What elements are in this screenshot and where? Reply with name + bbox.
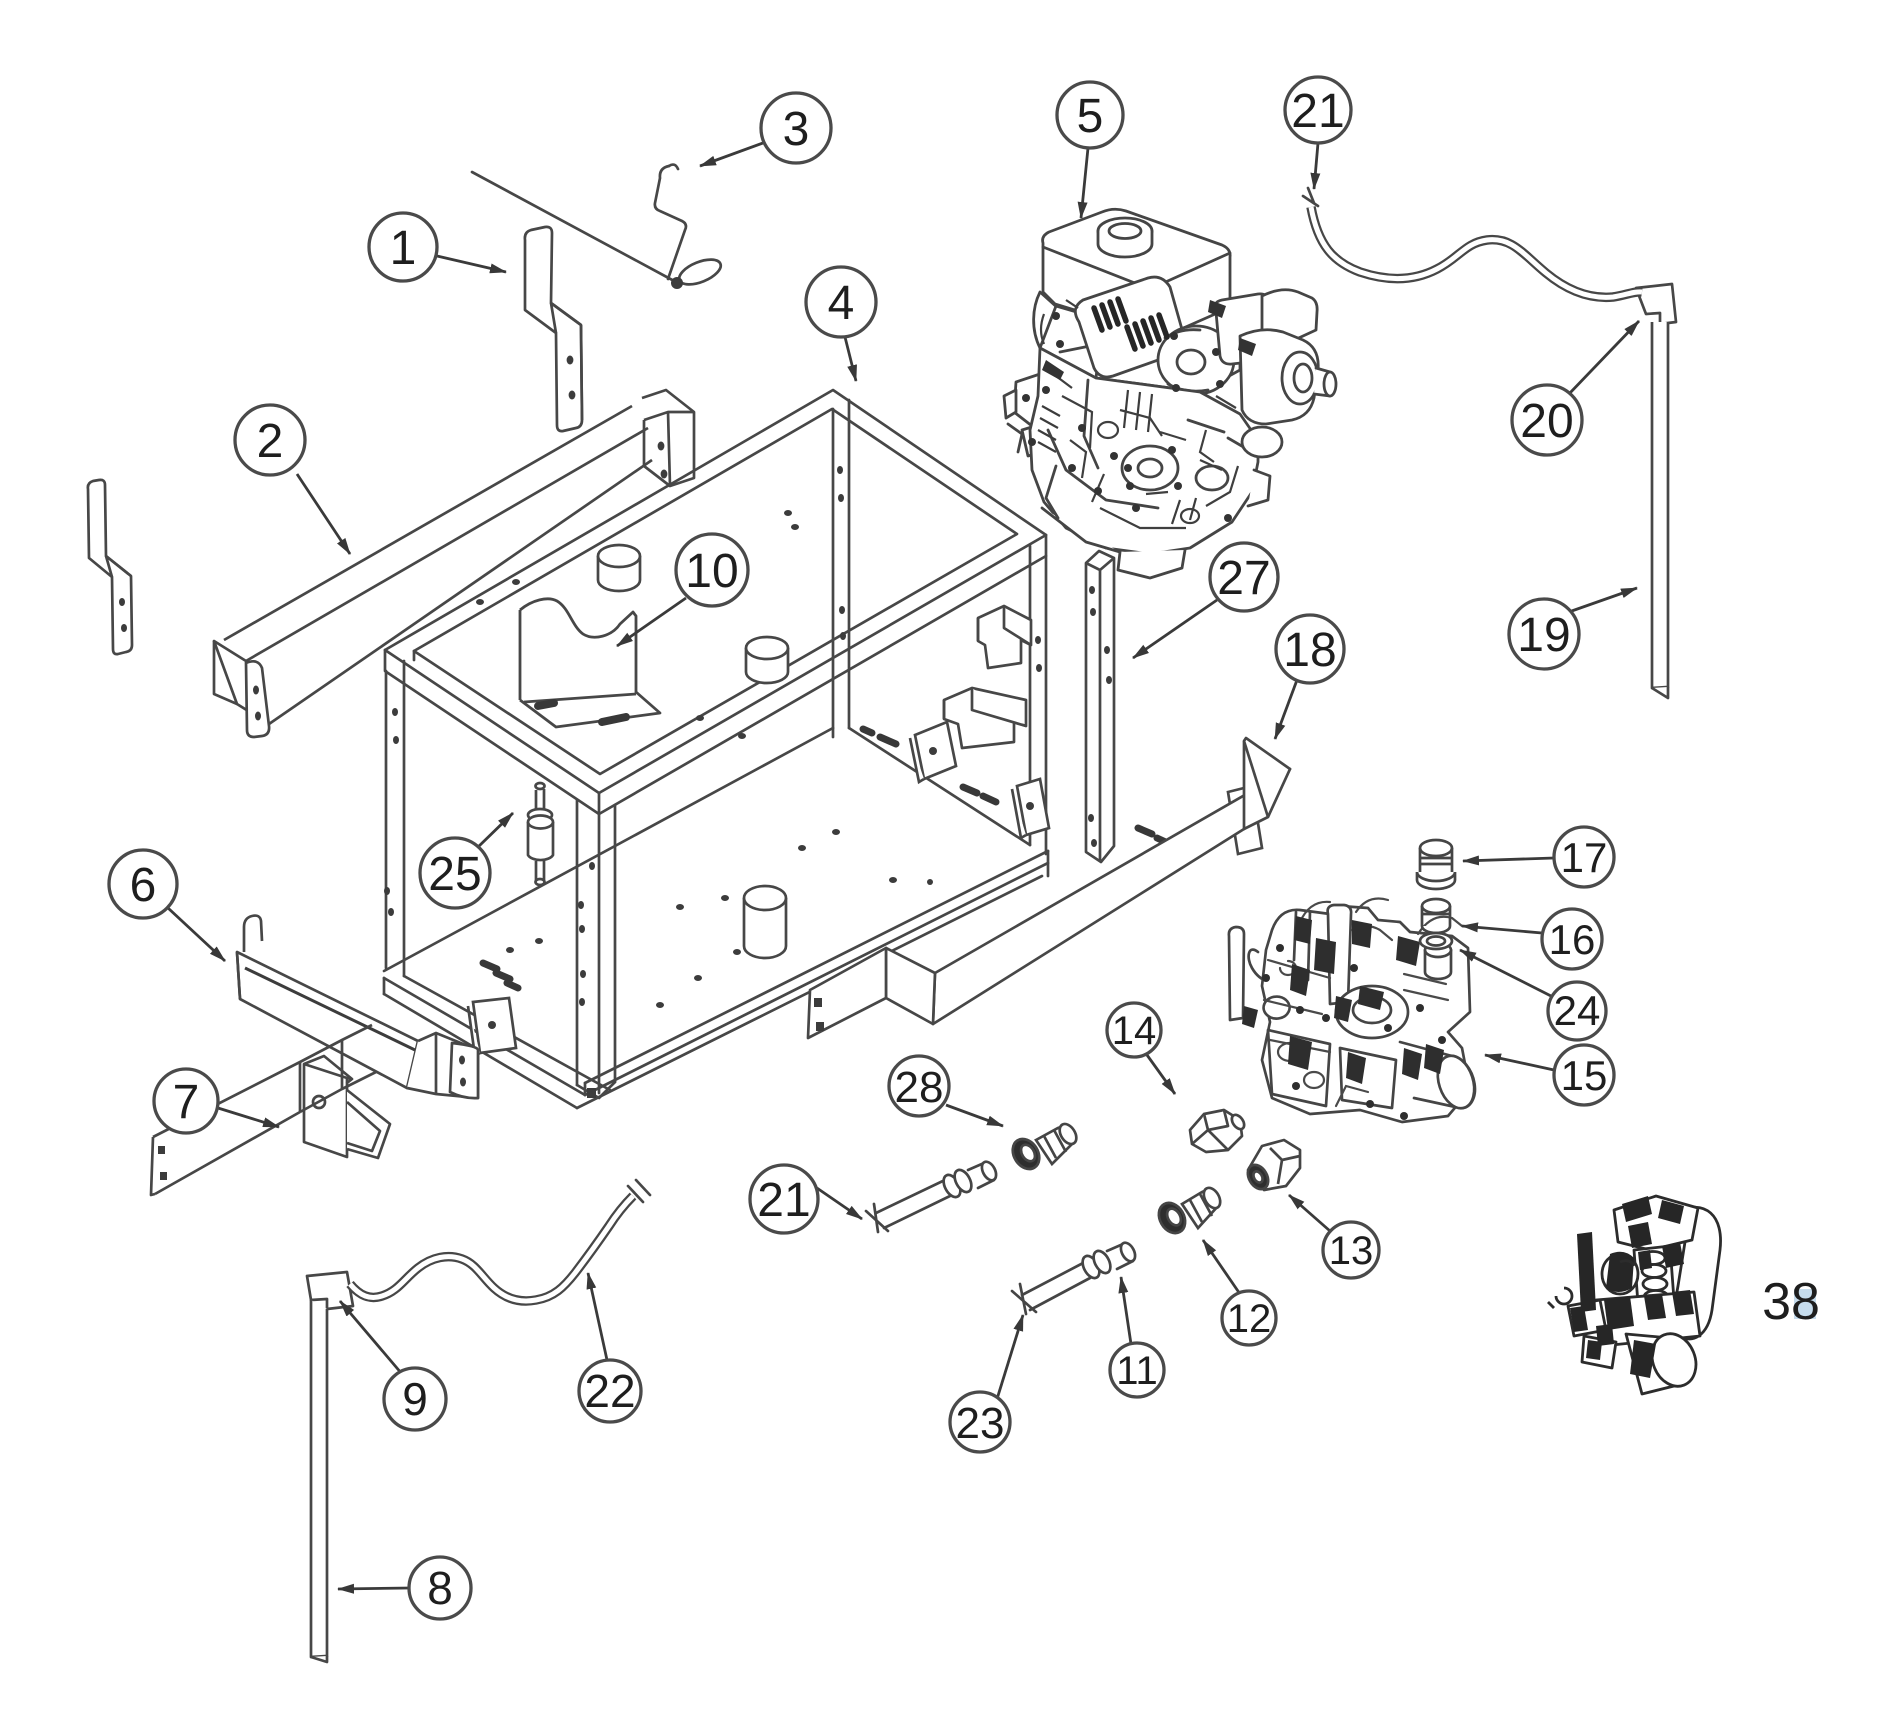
svg-text:5: 5 bbox=[1077, 90, 1104, 143]
svg-text:18: 18 bbox=[1283, 624, 1336, 677]
svg-text:3: 3 bbox=[783, 103, 810, 156]
svg-text:12: 12 bbox=[1227, 1297, 1272, 1341]
svg-text:16: 16 bbox=[1549, 916, 1596, 963]
svg-text:24: 24 bbox=[1554, 987, 1601, 1034]
svg-text:21: 21 bbox=[1291, 85, 1344, 138]
svg-text:10: 10 bbox=[685, 545, 738, 598]
svg-text:13: 13 bbox=[1329, 1229, 1374, 1273]
svg-text:28: 28 bbox=[895, 1063, 944, 1112]
svg-text:9: 9 bbox=[402, 1373, 428, 1425]
svg-text:27: 27 bbox=[1217, 552, 1270, 605]
svg-text:1: 1 bbox=[390, 222, 417, 275]
svg-text:7: 7 bbox=[173, 1076, 200, 1129]
svg-text:22: 22 bbox=[584, 1365, 635, 1417]
svg-text:19: 19 bbox=[1517, 609, 1570, 662]
svg-text:17: 17 bbox=[1561, 834, 1608, 881]
svg-text:23: 23 bbox=[956, 1399, 1005, 1448]
svg-text:38: 38 bbox=[1762, 1273, 1820, 1331]
svg-text:20: 20 bbox=[1520, 395, 1573, 448]
svg-text:21: 21 bbox=[757, 1174, 810, 1227]
svg-text:15: 15 bbox=[1561, 1052, 1608, 1099]
svg-text:4: 4 bbox=[828, 277, 855, 330]
svg-text:14: 14 bbox=[1112, 1009, 1157, 1053]
svg-text:2: 2 bbox=[257, 415, 284, 468]
svg-text:8: 8 bbox=[427, 1562, 453, 1614]
svg-text:6: 6 bbox=[130, 859, 157, 912]
svg-text:25: 25 bbox=[428, 848, 481, 901]
svg-text:11: 11 bbox=[1116, 1349, 1158, 1393]
